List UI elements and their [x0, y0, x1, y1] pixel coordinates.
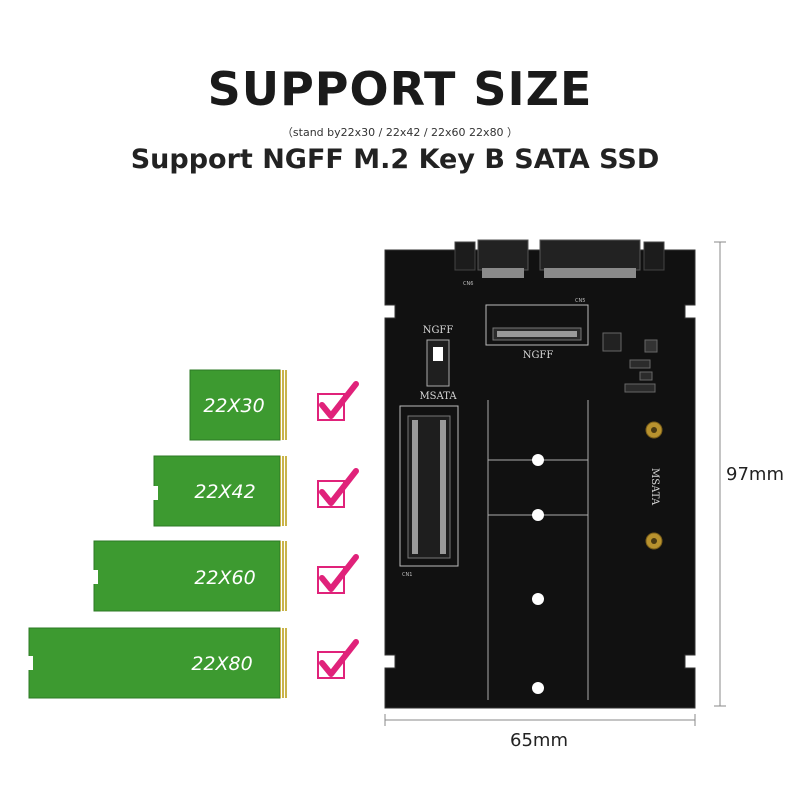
- checkmark-icon: [319, 554, 359, 592]
- page-subtitle: （stand by22x30 / 22x42 / 22x60 22x80 ）: [281, 126, 519, 139]
- height-dimension: 97mm: [726, 464, 784, 485]
- ssd-label-22x42: 22X42: [194, 481, 255, 503]
- checkbox-22x30: [317, 381, 359, 421]
- dimension-guides: [384, 241, 726, 726]
- msata-side-label: MSATA: [649, 468, 660, 506]
- ngff-bay-outline: [487, 400, 589, 700]
- smd-components: [602, 332, 658, 393]
- mode-switch: [426, 339, 450, 387]
- sata-connector: [454, 239, 665, 278]
- checkmark-icon: [319, 639, 359, 677]
- ssd-label-22x80: 22X80: [191, 653, 252, 675]
- checkbox-22x42: [317, 468, 359, 508]
- silk-cn6: CN6: [463, 281, 473, 287]
- ssd-card-22x30: 22X30: [189, 369, 288, 441]
- ngff-slot: [485, 304, 589, 346]
- page-headline: Support NGFF M.2 Key B SATA SSD: [130, 144, 660, 175]
- switch-msata-label: MSATA: [419, 391, 457, 402]
- ssd-label-22x30: 22X30: [203, 395, 264, 417]
- checkbox-22x80: [317, 639, 359, 679]
- ssd-card-22x60: 22X60: [88, 540, 288, 612]
- checkmark-icon: [319, 468, 359, 506]
- silk-cn5: CN5: [575, 298, 585, 304]
- silk-cn1: CN1: [402, 572, 412, 578]
- brass-standoff-bottom: [645, 532, 663, 550]
- brass-standoff-top: [645, 421, 663, 439]
- msata-slot: [399, 405, 459, 567]
- adapter-board: CN6 CN5 NGFF NGFF MSATA: [384, 239, 696, 709]
- switch-ngff-label: NGFF: [423, 325, 454, 336]
- ssd-card-22x80: 22X80: [23, 627, 288, 699]
- ssd-label-22x60: 22X60: [194, 567, 255, 589]
- checkbox-22x60: [317, 554, 359, 594]
- page-title: SUPPORT SIZE: [207, 62, 593, 116]
- ngff-silk-label: NGFF: [523, 350, 554, 361]
- checkmark-icon: [319, 381, 359, 419]
- ssd-card-22x42: 22X42: [148, 455, 288, 527]
- width-dimension: 65mm: [510, 730, 568, 751]
